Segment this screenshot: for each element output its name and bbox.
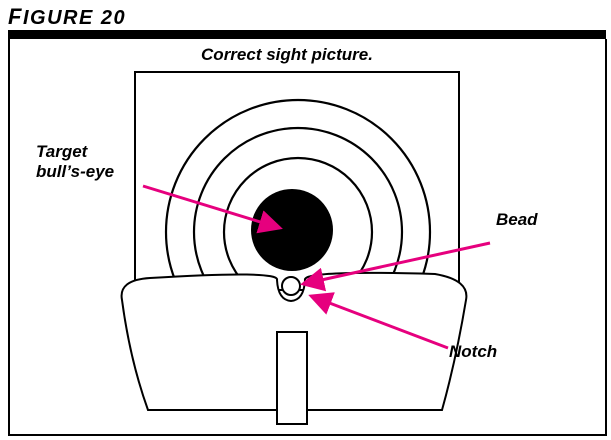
arrow-bead xyxy=(300,241,491,292)
target-ring-inner xyxy=(222,156,374,290)
figure-title: FIGURE 20 xyxy=(8,4,126,30)
figure-caption: Correct sight picture. xyxy=(201,45,373,64)
figure-frame xyxy=(8,39,607,436)
arrow-notch xyxy=(308,292,449,350)
front-bead xyxy=(281,276,301,296)
arrow-bulls-eye xyxy=(142,184,283,234)
figure-title-rest: IGURE 20 xyxy=(22,7,127,29)
label-target-line2: bull’s-eye xyxy=(36,162,115,181)
label-notch: Notch xyxy=(449,342,498,361)
figure-title-initial: F xyxy=(8,4,23,29)
center-post xyxy=(276,331,308,425)
bulls-eye xyxy=(251,189,333,271)
label-target-line1: Target xyxy=(36,142,88,161)
label-bead: Bead xyxy=(496,210,538,229)
title-rule xyxy=(8,30,606,39)
target-ring-outer xyxy=(164,98,432,290)
label-target: Target bull’s-eye xyxy=(36,142,114,182)
target-ring-middle xyxy=(192,126,404,290)
target-rings xyxy=(164,98,432,290)
